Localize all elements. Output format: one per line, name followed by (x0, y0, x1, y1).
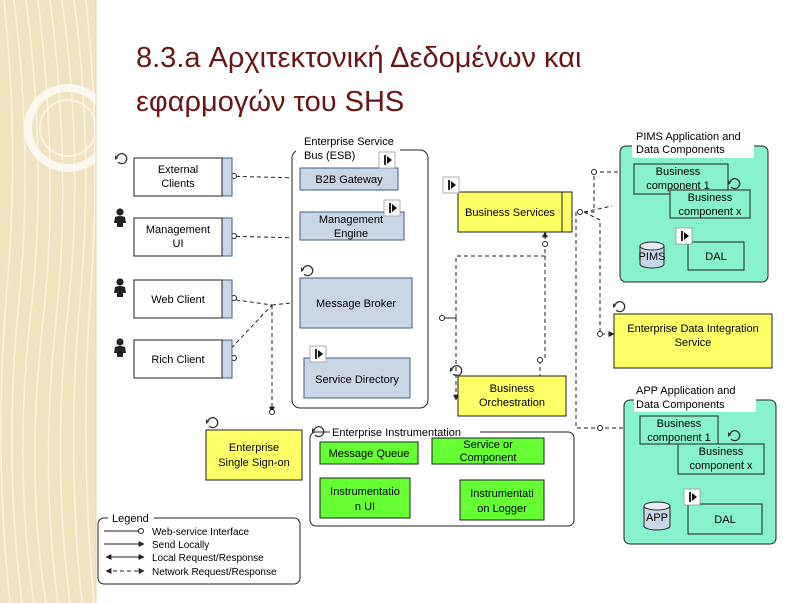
external-clients-label-1: External (158, 164, 198, 176)
person-icon (114, 338, 126, 357)
app-dal-label: DAL (714, 514, 735, 526)
management-ui-label-2: UI (173, 238, 184, 250)
legend-item-network-request: Network Request/Response (152, 567, 277, 578)
management-ui-label-1: Management (146, 224, 210, 236)
app-bcx-label-1: Business (699, 446, 744, 458)
app-db-label: APP (646, 512, 668, 524)
instrumentation-ui-label-1: Instrumentatio (330, 486, 400, 498)
refresh-icon (612, 301, 626, 313)
message-broker-label: Message Broker (316, 298, 396, 310)
interface-icon (675, 227, 693, 245)
interface-icon (309, 345, 327, 363)
app-bcx-label-2: component x (690, 460, 753, 472)
database-icon (643, 501, 671, 531)
enterprise-service-bus: Enterprise Service Bus (ESB) B2B Gateway… (291, 134, 429, 409)
message-queue-label: Message Queue (329, 448, 410, 460)
app-bc1-label-1: Business (657, 418, 702, 430)
enterprise-instrumentation: Enterprise Instrumentation Message Queue… (309, 424, 575, 527)
person-icon (114, 208, 126, 227)
legend: Legend Web-service Interface Send Locall… (97, 511, 301, 585)
service-directory-label: Service Directory (315, 374, 399, 386)
business-services: Business Services (442, 176, 573, 233)
web-client: Web Client (114, 278, 233, 319)
pims-dal-label: DAL (705, 251, 726, 263)
app-label-2: Data Components (636, 399, 725, 411)
interface-dots (231, 169, 603, 431)
instrumentation-label: Enterprise Instrumentation (332, 427, 461, 439)
interface-icon (683, 488, 701, 506)
pims-bc1-label-1: Business (656, 166, 701, 178)
b2b-gateway-label: B2B Gateway (315, 174, 383, 186)
person-icon (114, 278, 126, 297)
pims-bcx-label-1: Business (688, 192, 733, 204)
pims-label-2: Data Components (636, 144, 725, 156)
instrumentation-ui-label-2: n UI (355, 501, 375, 513)
slide-title-line-2: εφαρμογών του SHS (136, 86, 405, 118)
legend-item-local-request: Local Request/Response (152, 553, 264, 564)
external-clients-label-2: Clients (161, 178, 195, 190)
interface-icon (442, 176, 460, 194)
slide-title-line-1: 8.3.a Αρχιτεκτονική Δεδομένων και (136, 42, 582, 74)
sso-label-2: Single Sign-on (218, 457, 290, 469)
web-client-label: Web Client (151, 294, 205, 306)
app-label-1: APP Application and (636, 385, 735, 397)
integration-label-1: Enterprise Data Integration (627, 323, 758, 335)
interface-icon (383, 199, 401, 217)
database-icon (639, 241, 665, 269)
legend-item-web-service: Web-service Interface (152, 527, 250, 538)
app-application-components: APP Application and Data Components Busi… (623, 384, 777, 545)
integration-label-2: Service (675, 337, 712, 349)
management-ui-client: Management UI (114, 208, 233, 257)
esb-label-1: Enterprise Service (304, 136, 394, 148)
business-orchestration: Business Orchestration (449, 365, 567, 417)
legend-item-send-locally: Send Locally (152, 540, 209, 551)
esb-label-2: Bus (ESB) (304, 150, 355, 162)
pims-bc1-label-2: component 1 (646, 180, 710, 192)
pims-bcx-label-2: component x (679, 206, 742, 218)
instrumentation-logger-label-1: Instrumentati (470, 488, 534, 500)
service-component-label-1: Service or (463, 439, 513, 451)
rich-client-label: Rich Client (151, 354, 204, 366)
management-engine-label-1: Management (319, 214, 383, 226)
pims-db-label: PIMS (639, 251, 666, 263)
app-bc1-label-2: component 1 (647, 432, 711, 444)
orchestration-label-1: Business (490, 383, 535, 395)
refresh-icon (114, 153, 128, 165)
pims-label-1: PIMS Application and (636, 131, 741, 143)
service-component-label-2: Component (460, 452, 517, 464)
instrumentation-logger-label-2: on Logger (477, 503, 527, 515)
enterprise-data-integration-service: Enterprise Data Integration Service (612, 301, 773, 369)
business-services-label: Business Services (465, 207, 555, 219)
slide-title: 8.3.a Αρχιτεκτονική Δεδομένων και εφαρμο… (136, 36, 776, 124)
rich-client: Rich Client (114, 338, 233, 379)
sso-label-1: Enterprise (229, 442, 279, 454)
enterprise-single-sign-on: Enterprise Single Sign-on (205, 417, 303, 481)
refresh-icon (205, 417, 219, 429)
orchestration-label-2: Orchestration (479, 397, 545, 409)
interface-icon (378, 151, 396, 169)
pims-application-components: PIMS Application and Data Components Bus… (619, 130, 769, 283)
external-clients: External Clients (114, 153, 233, 197)
management-engine-label-2: Engine (334, 228, 368, 240)
legend-title: Legend (112, 513, 149, 525)
